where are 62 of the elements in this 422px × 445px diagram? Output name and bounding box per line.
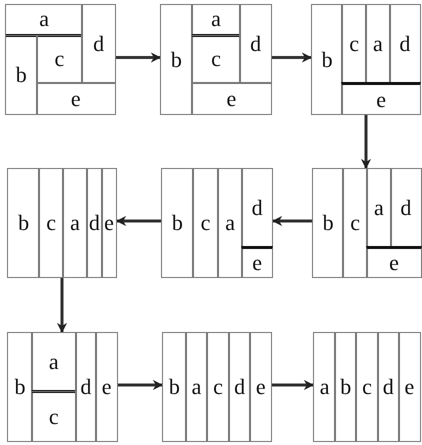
region-cell: b — [312, 168, 344, 278]
arrow — [118, 380, 164, 390]
region-cell: d — [239, 4, 272, 84]
region-cell: e — [241, 246, 273, 278]
region-cell: a — [366, 168, 392, 248]
region-cell: c — [30, 391, 77, 442]
region-cell: d — [390, 168, 422, 248]
partition-panel — [311, 4, 421, 115]
region-cell: a — [5, 4, 84, 37]
arrow — [116, 52, 162, 63]
arrow — [116, 216, 161, 226]
partition-panel — [7, 332, 118, 442]
region-cell: e — [36, 82, 116, 115]
region-cell: c — [355, 332, 379, 442]
region-cell: d — [228, 332, 252, 442]
region-cell: a — [313, 332, 336, 442]
region-cell: d — [86, 168, 103, 278]
region-cell: d — [388, 4, 421, 84]
region-cell: e — [95, 332, 118, 442]
region-cell: e — [100, 168, 117, 278]
partition-panel — [312, 168, 422, 278]
region-cell: c — [342, 168, 368, 278]
arrow — [360, 115, 372, 170]
region-cell: d — [74, 332, 98, 442]
region-cell: b — [161, 168, 194, 278]
arrow — [272, 52, 312, 63]
partition-panel — [313, 332, 421, 442]
region-cell: a — [30, 332, 77, 394]
region-cell: d — [376, 332, 400, 442]
partition-panel — [7, 168, 117, 278]
region-cell: c — [190, 34, 242, 84]
region-cell: b — [160, 4, 193, 115]
region-cell: a — [217, 168, 244, 278]
region-cell: a — [184, 332, 208, 442]
region-cell: a — [365, 4, 391, 84]
region-cell: c — [341, 4, 367, 84]
region-cell: b — [162, 332, 187, 442]
region-cell: e — [249, 332, 272, 442]
region-cell: b — [7, 168, 40, 278]
arrow — [56, 278, 68, 334]
partition-panel — [162, 332, 272, 442]
region-cell: e — [398, 332, 421, 442]
region-cell: c — [38, 168, 64, 278]
partition-panel — [160, 4, 272, 115]
region-cell: c — [36, 34, 84, 84]
region-cell: c — [192, 168, 220, 278]
region-cell: e — [190, 82, 272, 115]
region-cell: d — [241, 168, 273, 248]
region-cell: e — [366, 246, 422, 278]
region-cell: a — [190, 4, 242, 37]
arrow — [272, 216, 312, 226]
region-cell: c — [206, 332, 230, 442]
region-cell: e — [341, 82, 421, 115]
region-cell: b — [334, 332, 358, 442]
region-cell: b — [311, 4, 344, 115]
region-cell: b — [5, 34, 38, 115]
partition-panel — [5, 4, 116, 115]
region-cell: a — [62, 168, 88, 278]
partition-panel — [161, 168, 273, 278]
region-cell: b — [7, 332, 33, 442]
arrow — [272, 380, 314, 390]
region-cell: d — [81, 4, 116, 84]
